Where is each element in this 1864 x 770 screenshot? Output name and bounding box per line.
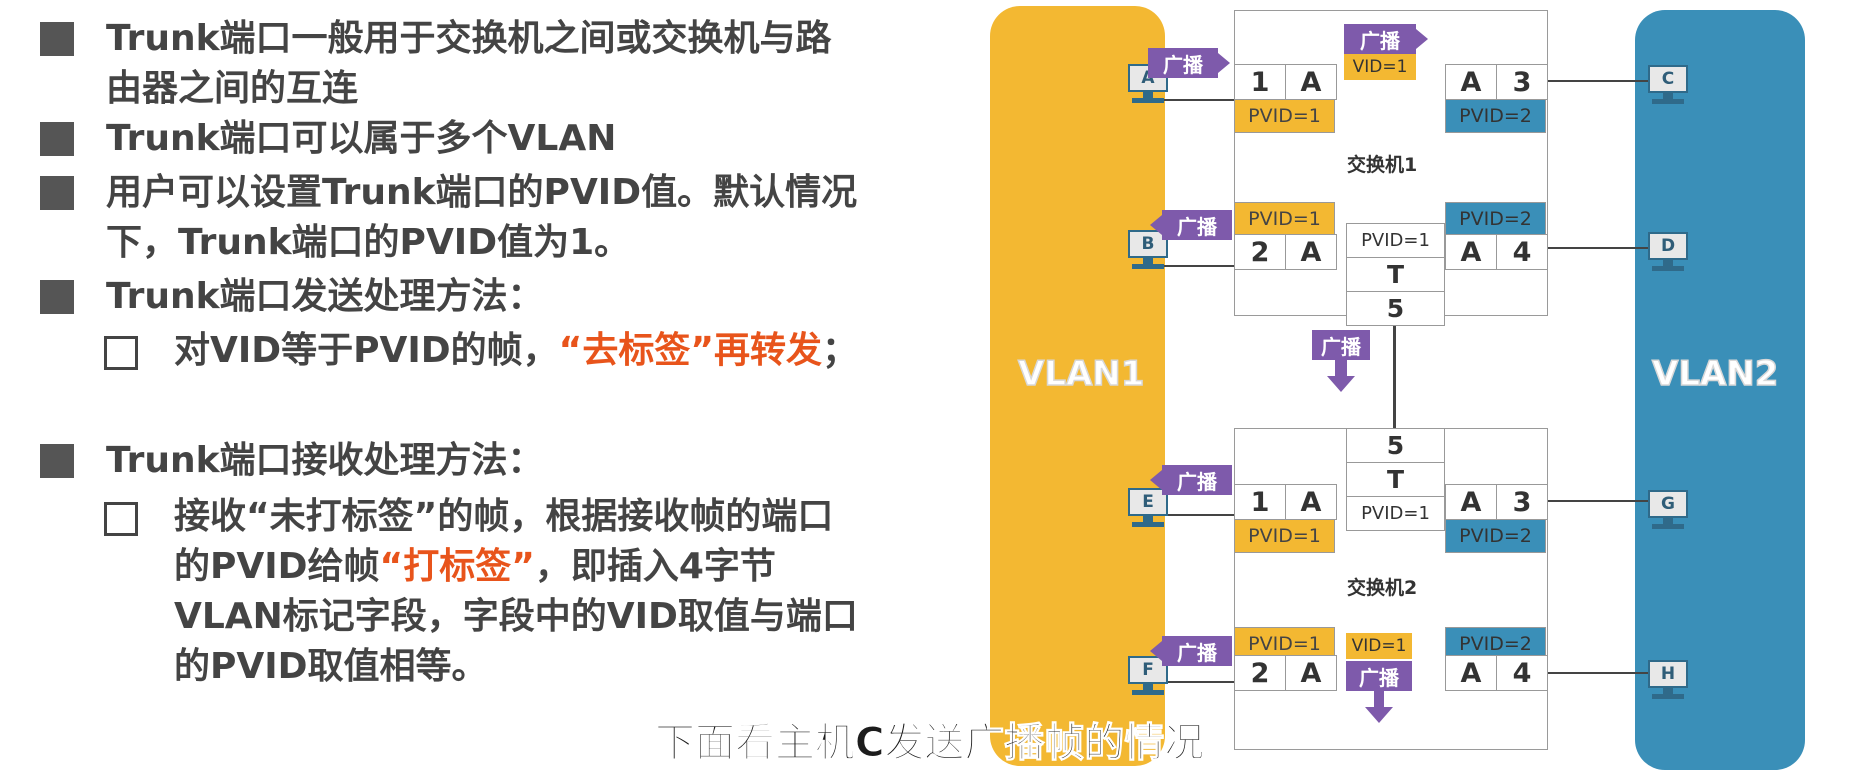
arrow-left-icon	[1150, 641, 1162, 661]
highlight-text: “去标签”再转发	[558, 330, 822, 371]
host-c-icon[interactable]: C	[1648, 65, 1688, 107]
broadcast-tag-sw1: 广播	[1344, 24, 1416, 54]
wire-h	[1546, 672, 1656, 674]
bullet-text: 下，Trunk端口的PVID值为1。	[106, 222, 631, 263]
trunk-link	[1393, 314, 1396, 428]
checkbox-icon	[104, 502, 138, 536]
arrow-down-icon	[1365, 707, 1393, 723]
sw1-port-4-pvid: PVID=2	[1445, 202, 1546, 236]
broadcast-tag-f: 广播	[1162, 636, 1232, 666]
bullet-text: Trunk端口一般用于交换机之间或交换机与路	[106, 18, 832, 59]
sw1-port-1-pvid: PVID=1	[1234, 99, 1335, 133]
host-d-icon[interactable]: D	[1648, 232, 1688, 274]
vlan-diagram: VLAN1 VLAN2 交换机1 交换机2 1 A PVID=1 A 3 PVI…	[990, 0, 1864, 770]
arrow-left-icon	[1150, 470, 1162, 490]
sub-text: ，即插入4字节	[534, 546, 776, 587]
bullet-text: 由器之间的互连	[106, 68, 359, 109]
wire-g	[1546, 500, 1656, 502]
sw2-port-2: 2 A	[1234, 655, 1337, 691]
bullet-square-icon	[40, 22, 74, 56]
sub-text: 的PVID给帧	[174, 546, 380, 587]
sw1-port-5: PVID=1 T 5	[1346, 223, 1445, 326]
vid-tag-sw1: VID=1	[1344, 54, 1416, 80]
sw2-port-4: A 4	[1445, 655, 1548, 691]
wire-b	[1145, 265, 1234, 267]
switch-1-label: 交换机1	[1347, 154, 1418, 176]
broadcast-tag-e: 广播	[1162, 465, 1232, 495]
arrow-right-icon	[1218, 53, 1230, 73]
bullet-text: Trunk端口可以属于多个VLAN	[106, 118, 617, 159]
switch-2-label: 交换机2	[1347, 577, 1418, 599]
bullet-2: Trunk端口可以属于多个VLAN	[40, 114, 616, 164]
wire-a	[1145, 99, 1234, 101]
wire-d	[1546, 247, 1656, 249]
sw1-port-4: A 4	[1445, 234, 1548, 270]
wire-f	[1145, 681, 1234, 683]
vlan2-label: VLAN2	[1651, 353, 1779, 395]
sw2-port-1: 1 A	[1234, 484, 1337, 520]
arrow-right-icon	[1416, 29, 1428, 49]
sw2-port-3: A 3	[1445, 484, 1548, 520]
sw2-port-3-pvid: PVID=2	[1445, 519, 1546, 553]
vlan1-zone	[990, 6, 1165, 766]
vid-tag-sw2: VID=1	[1346, 633, 1412, 659]
bullet-5: Trunk端口接收处理方法：	[40, 436, 544, 486]
broadcast-tag-b: 广播	[1162, 210, 1232, 240]
text-panel: Trunk端口一般用于交换机之间或交换机与路 由器之间的互连 Trunk端口可以…	[0, 0, 960, 734]
sub-bullet-receive: 接收“未打标签”的帧，根据接收帧的端口 的PVID给帧“打标签”，即插入4字节 …	[104, 492, 858, 692]
broadcast-tag-trunk: 广播	[1312, 330, 1370, 360]
bullet-text: 用户可以设置Trunk端口的PVID值。默认情况	[106, 172, 858, 213]
sub-text: VLAN标记字段，字段中的VID取值与端口	[174, 596, 858, 637]
video-subtitle: 下面看主机C发送广播帧的情况	[654, 720, 1205, 767]
host-g-icon[interactable]: G	[1648, 490, 1688, 532]
broadcast-tag-a: 广播	[1148, 48, 1218, 78]
bullet-square-icon	[40, 122, 74, 156]
bullet-square-icon	[40, 444, 74, 478]
sub-text: 接收“未打标签”的帧，根据接收帧的端口	[174, 496, 834, 537]
sub-text: 对VID等于PVID的帧，	[174, 330, 559, 371]
sw2-port-1-pvid: PVID=1	[1234, 519, 1335, 553]
arrow-left-icon	[1150, 215, 1162, 235]
highlight-text: “打标签”	[379, 546, 535, 587]
wire-c	[1546, 80, 1656, 82]
sub-bullet-send: 对VID等于PVID的帧，“去标签”再转发；	[104, 326, 858, 376]
bullet-text: Trunk端口接收处理方法：	[106, 440, 544, 481]
sw1-port-3-pvid: PVID=2	[1445, 99, 1546, 133]
checkbox-icon	[104, 336, 138, 370]
host-f-icon[interactable]: F	[1128, 656, 1168, 698]
bullet-1: Trunk端口一般用于交换机之间或交换机与路 由器之间的互连	[40, 14, 832, 114]
broadcast-tag-sw2: 广播	[1346, 661, 1412, 691]
sw1-port-2: 2 A	[1234, 234, 1337, 270]
arrow-down-icon	[1327, 376, 1355, 392]
sw1-port-3: A 3	[1445, 64, 1548, 100]
sub-text: ；	[822, 330, 859, 371]
bullet-square-icon	[40, 280, 74, 314]
bullet-square-icon	[40, 176, 74, 210]
bullet-3: 用户可以设置Trunk端口的PVID值。默认情况 下，Trunk端口的PVID值…	[40, 168, 857, 268]
sw1-port-1: 1 A	[1234, 64, 1337, 100]
host-e-icon[interactable]: E	[1128, 488, 1168, 530]
wire-e	[1145, 514, 1234, 516]
vlan1-label: VLAN1	[1017, 353, 1145, 395]
bullet-text: Trunk端口发送处理方法：	[106, 276, 544, 317]
sub-text: 的PVID取值相等。	[174, 646, 488, 687]
host-h-icon[interactable]: H	[1648, 660, 1688, 702]
sw2-port-5: 5 T PVID=1	[1346, 428, 1445, 531]
vlan2-zone	[1635, 10, 1805, 770]
sw1-port-2-pvid: PVID=1	[1234, 202, 1335, 236]
bullet-4: Trunk端口发送处理方法：	[40, 272, 544, 322]
